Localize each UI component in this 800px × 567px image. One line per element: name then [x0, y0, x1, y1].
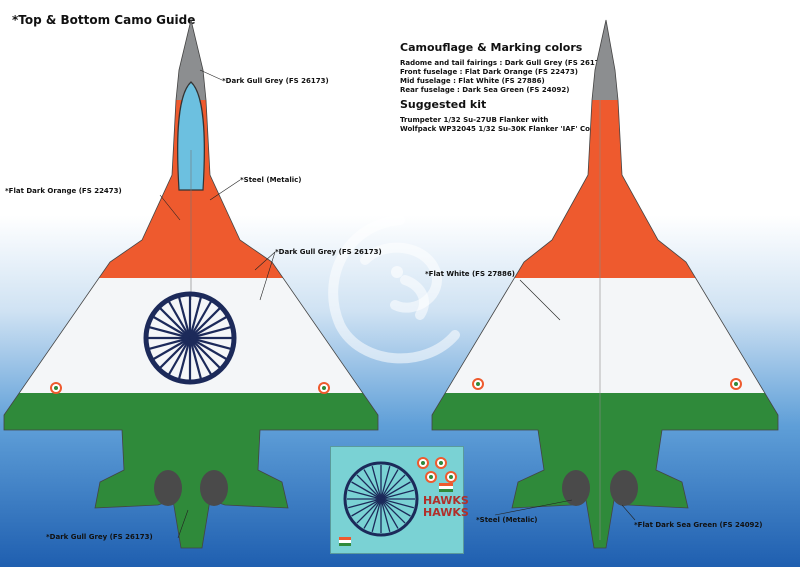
callout-radome-grey: *Dark Gull Grey (FS 26173) — [222, 77, 329, 85]
marking-colors-section: Camouflage & Marking colors Radome and t… — [400, 41, 608, 95]
decal-sheet: HAWKS HAWKS — [330, 446, 469, 554]
kit-line-1: Trumpeter 1/32 Su-27UB Flanker with — [400, 116, 549, 124]
aircraft-top-view — [3, 19, 379, 549]
decal-hawks-1: HAWKS — [423, 494, 469, 507]
decal-hawks-2: HAWKS — [423, 506, 469, 519]
callout-intake-grey: *Dark Gull Grey (FS 26173) — [275, 248, 382, 256]
callout-steel-top: *Steel (Metalic) — [240, 176, 302, 184]
callout-tail-grey: *Dark Gull Grey (FS 26173) — [46, 533, 153, 541]
dragon-watermark — [328, 215, 460, 364]
color-line-mid: Mid fuselage : Flat White (FS 27886) — [400, 77, 545, 85]
aircraft-bottom-view — [431, 19, 779, 549]
suggested-kit-heading: Suggested kit — [400, 98, 487, 111]
callout-steel-bottom: *Steel (Metalic) — [476, 516, 538, 524]
ashoka-chakra-emblem — [143, 291, 237, 385]
callout-flat-white: *Flat White (FS 27886) — [425, 270, 515, 278]
color-line-rear: Rear fuselage : Dark Sea Green (FS 24092… — [400, 86, 570, 94]
suggested-kit-section: Suggested kit Trumpeter 1/32 Su-27UB Fla… — [400, 98, 616, 134]
callout-flat-dark-orange: *Flat Dark Orange (FS 22473) — [5, 187, 122, 195]
kit-line-2: Wolfpack WP32045 1/32 Su-30K Flanker 'IA… — [400, 125, 617, 133]
color-line-front: Front fuselage : Flat Dark Orange (FS 22… — [400, 68, 578, 76]
marking-colors-heading: Camouflage & Marking colors — [400, 41, 583, 54]
callout-flat-dark-sea-green: *Flat Dark Sea Green (FS 24092) — [634, 521, 763, 529]
color-line-radome: Radome and tail fairings : Dark Gull Gre… — [400, 59, 608, 67]
page-title: *Top & Bottom Camo Guide — [12, 13, 196, 27]
